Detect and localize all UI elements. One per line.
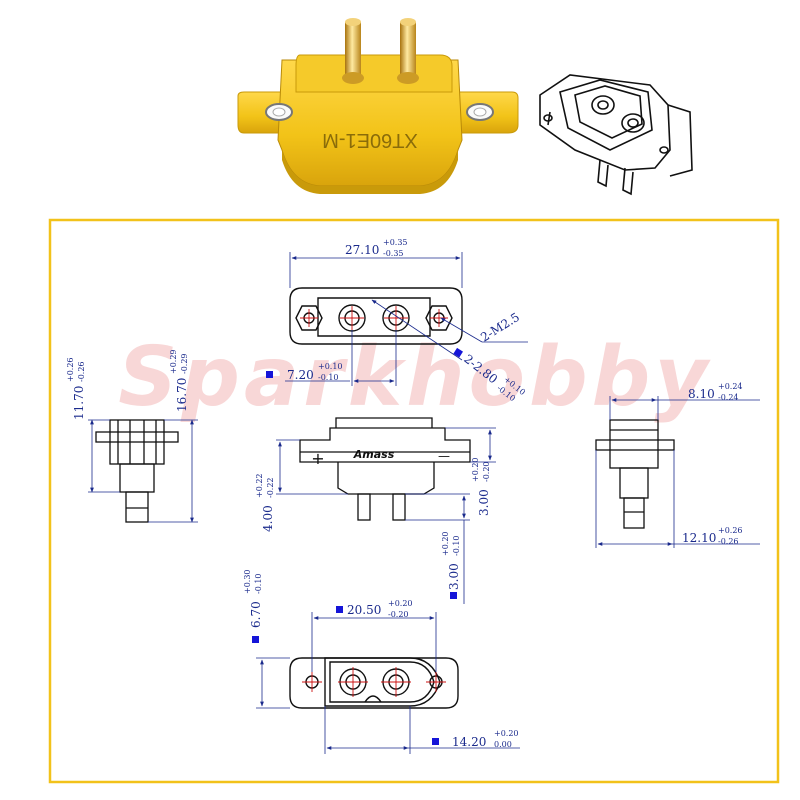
drawing-frame <box>48 218 780 784</box>
dim-pin-pitch: 7.20 <box>287 368 314 382</box>
dim-side-height-2: 16.70 <box>175 378 189 412</box>
dim-hole-spacing-minus: -0.20 <box>388 610 409 619</box>
left-side-view <box>95 419 179 523</box>
dim-pin-length-plus: +0.20 <box>441 531 450 556</box>
dim-side-height-2-minus: -0.29 <box>180 353 189 374</box>
bottom-view-dimension-lines <box>256 612 520 754</box>
dim-mount-offset-minus: -0.10 <box>254 573 263 594</box>
square-marker <box>432 738 439 745</box>
dim-side-height-1: 11.70 <box>72 386 86 420</box>
dim-front-left-height: 4.00 <box>261 505 275 532</box>
right-side-dimension-lines <box>595 396 760 548</box>
watermark: Sparkhobby <box>118 330 712 425</box>
dim-body-width-plus: +0.20 <box>494 729 519 738</box>
front-view-dimension-lines <box>276 427 496 604</box>
dim-right-width-bottom-minus: -0.26 <box>718 537 739 546</box>
dim-right-width-top: 8.10 <box>688 387 715 401</box>
top-view-centers <box>300 306 448 330</box>
top-view-dimension-lines <box>285 252 528 386</box>
dim-overall-width: 27.10 <box>345 243 379 257</box>
dim-pin-length: 3.00 <box>447 563 461 590</box>
dim-right-width-bottom: 12.10 <box>682 531 716 545</box>
square-marker <box>336 606 343 613</box>
dim-front-left-height-plus: +0.22 <box>255 473 264 498</box>
right-side-view <box>595 419 675 529</box>
dim-front-right-height: 3.00 <box>477 489 491 516</box>
dim-front-right-height-minus: -0.20 <box>482 461 491 482</box>
dim-front-right-height-plus: +0.20 <box>471 457 480 482</box>
front-view <box>299 417 471 521</box>
dim-body-width-minus: 0.00 <box>494 740 512 749</box>
dim-side-height-2-plus: +0.29 <box>169 349 178 374</box>
square-marker <box>453 347 463 358</box>
dim-side-height-1-plus: +0.26 <box>66 357 75 382</box>
square-marker <box>252 636 259 643</box>
dim-hole-spacing-plus: +0.20 <box>388 599 413 608</box>
plus-sign: + <box>311 449 324 468</box>
dim-mount-offset: 6.70 <box>249 601 263 628</box>
square-marker <box>266 371 273 378</box>
connector-line-art <box>539 74 693 196</box>
dim-mount-offset-plus: +0.30 <box>243 569 252 594</box>
left-side-dimension-lines <box>88 419 198 523</box>
dim-pin-pitch-minus: -0.10 <box>318 373 339 382</box>
square-marker <box>450 592 457 599</box>
dim-pin-pitch-plus: +0.10 <box>318 362 343 371</box>
cad-logo: Amass <box>353 448 395 461</box>
body-marking: XT60E1-M <box>322 129 418 151</box>
dim-right-width-top-plus: +0.24 <box>718 382 743 391</box>
bottom-view <box>289 657 459 709</box>
dim-overall-width-plus: +0.35 <box>383 238 408 247</box>
minus-sign: — <box>438 449 450 463</box>
dim-right-width-bottom-plus: +0.26 <box>718 526 743 535</box>
dim-side-height-1-minus: -0.26 <box>77 361 86 382</box>
bottom-view-centers <box>302 667 446 697</box>
dim-pin-length-minus: -0.10 <box>452 535 461 556</box>
dim-overall-width-minus: -0.35 <box>383 249 404 258</box>
dim-hole-spacing: 20.50 <box>347 603 381 617</box>
dim-body-width: 14.20 <box>452 735 486 749</box>
dim-right-width-top-minus: -0.24 <box>718 393 739 402</box>
dim-front-left-height-minus: -0.22 <box>266 477 275 498</box>
connector-photo <box>237 18 519 194</box>
